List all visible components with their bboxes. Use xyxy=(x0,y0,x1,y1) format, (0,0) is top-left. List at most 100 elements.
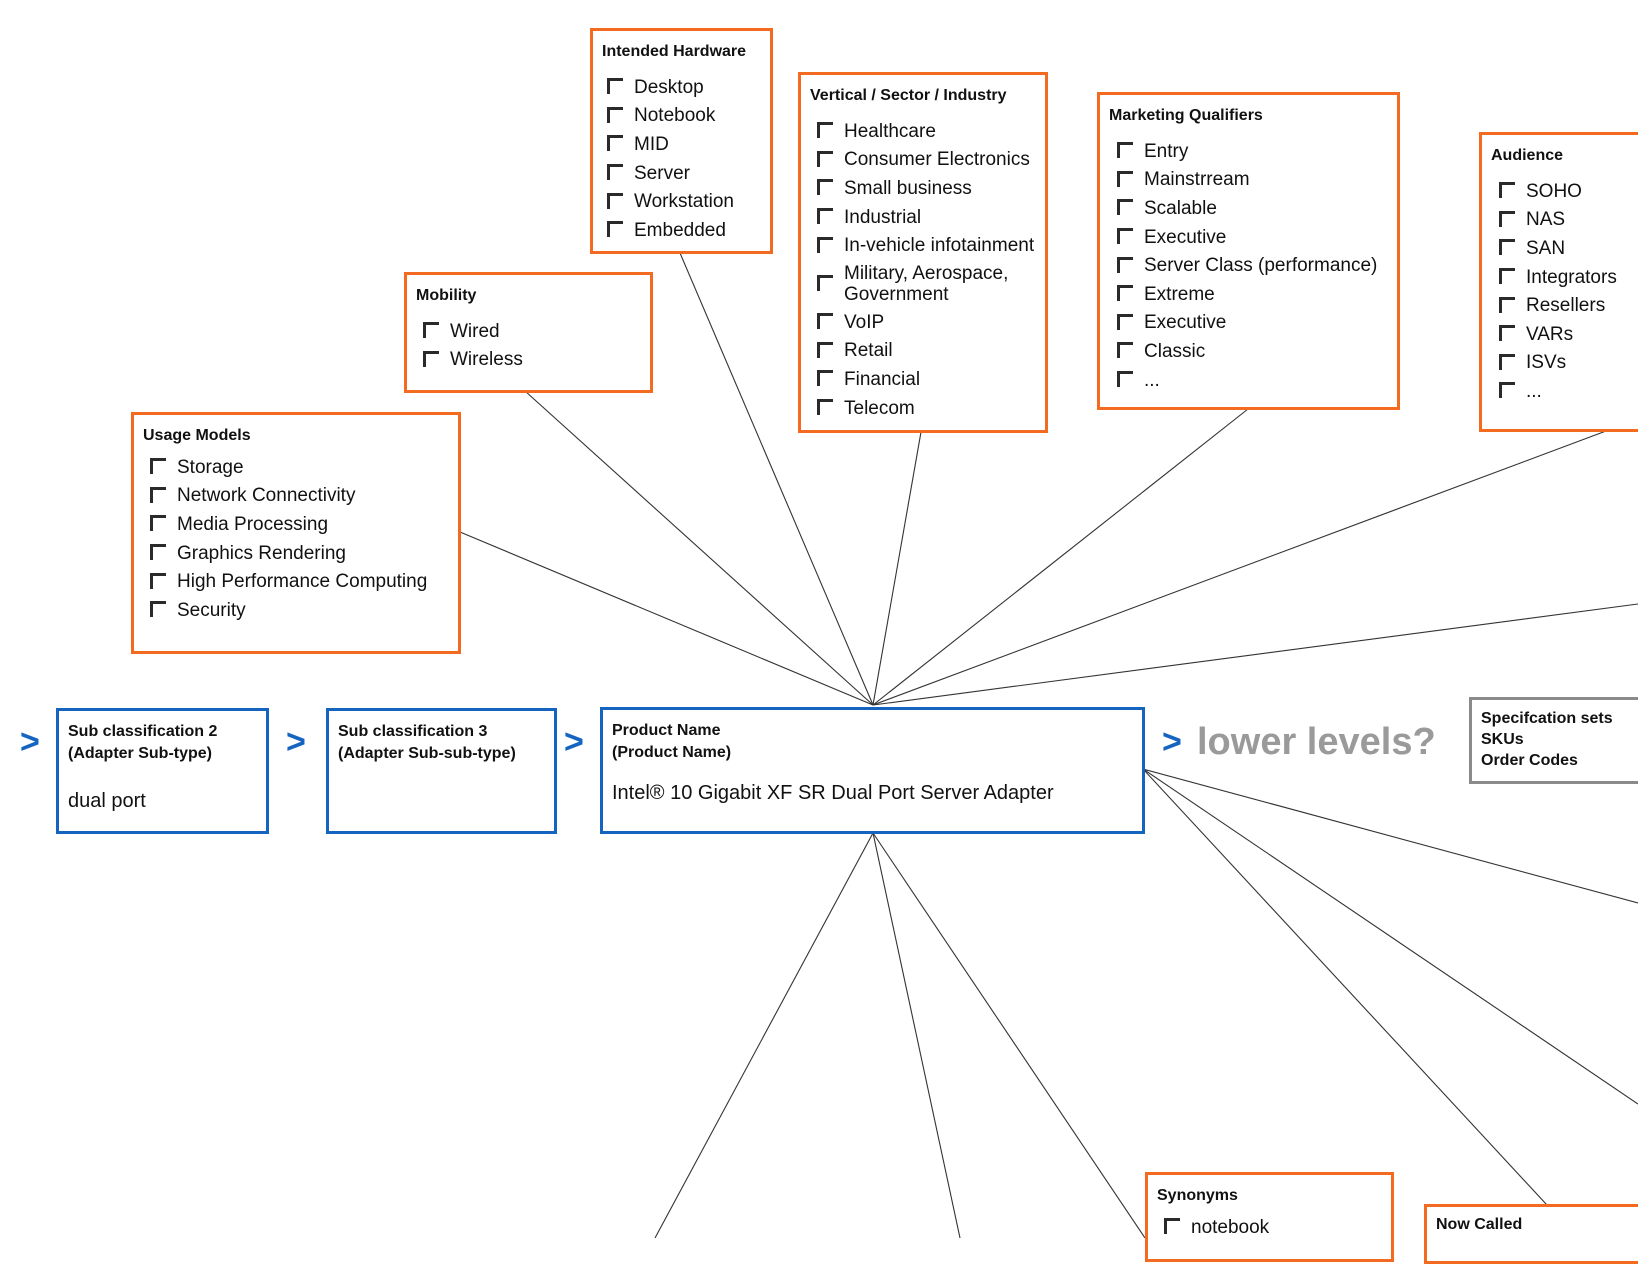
option-notebook[interactable]: notebook xyxy=(1164,1213,1269,1242)
checkbox-icon[interactable] xyxy=(1499,353,1515,370)
sub-classification-2-box: Sub classification 2 (Adapter Sub-type) … xyxy=(56,708,269,834)
option-label: SOHO xyxy=(1526,180,1582,202)
option-mid[interactable]: MID xyxy=(607,130,734,159)
checkbox-icon[interactable] xyxy=(1499,239,1515,256)
checkbox-icon[interactable] xyxy=(1117,256,1133,273)
option-nas[interactable]: NAS xyxy=(1499,206,1617,235)
checkbox-icon[interactable] xyxy=(607,135,623,152)
checkbox-icon[interactable] xyxy=(1499,182,1515,199)
option-mainstream[interactable]: Mainstrream xyxy=(1117,166,1377,195)
checkbox-icon[interactable] xyxy=(817,236,833,253)
option-extreme[interactable]: Extreme xyxy=(1117,280,1377,309)
checkbox-icon[interactable] xyxy=(1117,199,1133,216)
checkbox-icon[interactable] xyxy=(150,572,166,589)
checkbox-icon[interactable] xyxy=(1499,382,1515,399)
option-label: Executive xyxy=(1144,312,1227,334)
option-workstation[interactable]: Workstation xyxy=(607,187,734,216)
now-called-box: Now Called xyxy=(1424,1204,1638,1264)
option-executive-2[interactable]: Executive xyxy=(1117,309,1377,338)
checkbox-icon[interactable] xyxy=(1164,1218,1180,1235)
option-desktop[interactable]: Desktop xyxy=(607,73,734,102)
checkbox-icon[interactable] xyxy=(150,601,166,618)
option-san[interactable]: SAN xyxy=(1499,234,1617,263)
option-in-vehicle-infotainment[interactable]: In-vehicle infotainment xyxy=(817,231,1034,260)
option-label: Storage xyxy=(177,456,244,478)
option-label: Notebook xyxy=(634,105,716,127)
checkbox-icon[interactable] xyxy=(1117,170,1133,187)
checkbox-icon[interactable] xyxy=(817,208,833,225)
checkbox-icon[interactable] xyxy=(1117,371,1133,388)
checkbox-icon[interactable] xyxy=(817,399,833,416)
option-small-business[interactable]: Small business xyxy=(817,174,1034,203)
option-wireless[interactable]: Wireless xyxy=(423,346,523,375)
checkbox-icon[interactable] xyxy=(150,458,166,475)
option-military-aerospace-government[interactable]: Military, Aerospace, Government xyxy=(817,260,1034,308)
option-consumer-electronics[interactable]: Consumer Electronics xyxy=(817,146,1034,175)
checkbox-icon[interactable] xyxy=(817,150,833,167)
checkbox-icon[interactable] xyxy=(1117,313,1133,330)
option-label: Entry xyxy=(1144,140,1189,162)
checkbox-icon[interactable] xyxy=(423,350,439,367)
checkbox-icon[interactable] xyxy=(817,122,833,139)
option-integrators[interactable]: Integrators xyxy=(1499,263,1617,292)
checkbox-icon[interactable] xyxy=(607,192,623,209)
checkbox-icon[interactable] xyxy=(607,221,623,238)
checkbox-icon[interactable] xyxy=(150,544,166,561)
checkbox-icon[interactable] xyxy=(150,515,166,532)
checkbox-icon[interactable] xyxy=(817,313,833,330)
checkbox-icon[interactable] xyxy=(817,274,833,291)
option-storage[interactable]: Storage xyxy=(150,453,427,482)
option-wired[interactable]: Wired xyxy=(423,317,523,346)
checkbox-icon[interactable] xyxy=(817,341,833,358)
option-security[interactable]: Security xyxy=(150,596,427,625)
option-executive[interactable]: Executive xyxy=(1117,223,1377,252)
option-more[interactable]: ... xyxy=(1117,366,1377,395)
option-vars[interactable]: VARs xyxy=(1499,320,1617,349)
option-label: Network Connectivity xyxy=(177,485,356,507)
checkbox-icon[interactable] xyxy=(817,179,833,196)
checkbox-icon[interactable] xyxy=(423,322,439,339)
option-graphics-rendering[interactable]: Graphics Rendering xyxy=(150,539,427,568)
option-entry[interactable]: Entry xyxy=(1117,137,1377,166)
option-healthcare[interactable]: Healthcare xyxy=(817,117,1034,146)
vertical-box: Vertical / Sector / Industry Healthcare … xyxy=(798,72,1048,433)
option-financial[interactable]: Financial xyxy=(817,365,1034,394)
checkbox-icon[interactable] xyxy=(1499,296,1515,313)
option-industrial[interactable]: Industrial xyxy=(817,203,1034,232)
marketing-qualifiers-box: Marketing Qualifiers Entry Mainstrream S… xyxy=(1097,92,1400,410)
product-name-title: Product Name (Product Name) xyxy=(612,722,732,761)
option-server-class[interactable]: Server Class (performance) xyxy=(1117,251,1377,280)
checkbox-icon[interactable] xyxy=(1117,142,1133,159)
option-more[interactable]: ... xyxy=(1499,377,1617,406)
option-hpc[interactable]: High Performance Computing xyxy=(150,567,427,596)
option-resellers[interactable]: Resellers xyxy=(1499,291,1617,320)
checkbox-icon[interactable] xyxy=(1499,210,1515,227)
option-embedded[interactable]: Embedded xyxy=(607,216,734,245)
checkbox-icon[interactable] xyxy=(607,164,623,181)
option-scalable[interactable]: Scalable xyxy=(1117,194,1377,223)
option-notebook[interactable]: Notebook xyxy=(607,102,734,131)
checkbox-icon[interactable] xyxy=(817,370,833,387)
arrow-icon: > xyxy=(564,723,584,761)
checkbox-icon[interactable] xyxy=(1117,342,1133,359)
sub-classification-2-value: dual port xyxy=(68,790,146,812)
option-retail[interactable]: Retail xyxy=(817,337,1034,366)
lower-levels-label: lower levels? xyxy=(1197,721,1436,763)
checkbox-icon[interactable] xyxy=(1499,268,1515,285)
connector-bottom-left xyxy=(654,832,874,1238)
usage-models-options: Storage Network Connectivity Media Proce… xyxy=(150,453,427,625)
option-soho[interactable]: SOHO xyxy=(1499,177,1617,206)
checkbox-icon[interactable] xyxy=(1117,228,1133,245)
option-isvs[interactable]: ISVs xyxy=(1499,349,1617,378)
checkbox-icon[interactable] xyxy=(607,78,623,95)
checkbox-icon[interactable] xyxy=(607,106,623,123)
option-classic[interactable]: Classic xyxy=(1117,337,1377,366)
option-media-processing[interactable]: Media Processing xyxy=(150,510,427,539)
checkbox-icon[interactable] xyxy=(1117,285,1133,302)
option-server[interactable]: Server xyxy=(607,159,734,188)
option-network-connectivity[interactable]: Network Connectivity xyxy=(150,482,427,511)
option-telecom[interactable]: Telecom xyxy=(817,394,1034,423)
option-voip[interactable]: VoIP xyxy=(817,308,1034,337)
checkbox-icon[interactable] xyxy=(150,486,166,503)
checkbox-icon[interactable] xyxy=(1499,325,1515,342)
